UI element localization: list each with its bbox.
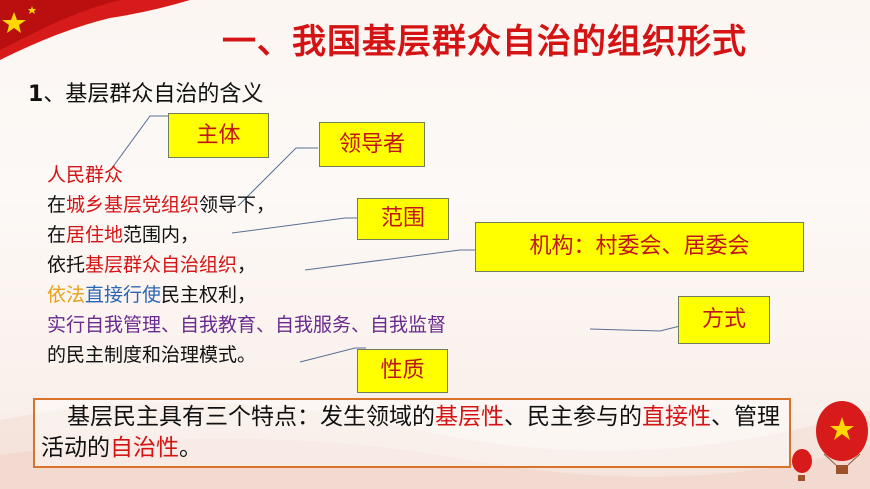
- red-flag-decoration: [0, 0, 190, 60]
- definition-line-2: 在城乡基层党组织领导下，: [47, 194, 276, 216]
- definition-line-7: 的民主制度和治理模式。: [47, 344, 257, 366]
- definition-line-1: 人民群众: [47, 164, 124, 186]
- definition-line-6: 实行自我管理、自我教育、自我服务、自我监督: [47, 314, 447, 336]
- label-nature: 性质: [357, 349, 448, 393]
- label-leader: 领导者: [319, 122, 425, 167]
- label-organ: 机构：村委会、居委会: [475, 222, 804, 272]
- definition-text: 人民群众 在城乡基层党组织领导下， 在居住地范围内， 依托基层群众自治组织， 依…: [47, 160, 446, 370]
- label-method: 方式: [678, 296, 770, 344]
- definition-line-3: 在居住地范围内，: [47, 224, 200, 246]
- section-number: 1: [28, 82, 44, 107]
- hot-air-balloon-decoration: [792, 401, 868, 481]
- label-subject: 主体: [168, 113, 269, 158]
- traits-text: 基层民主具有三个特点：发生领域的基层性、民主参与的直接性、管理活动的自治性。: [41, 404, 780, 461]
- page-title: 一、我国基层群众自治的组织形式: [222, 22, 747, 62]
- label-scope: 范围: [357, 198, 449, 240]
- definition-line-5: 依法直接行使民主权利，: [47, 284, 257, 306]
- traits-box: 基层民主具有三个特点：发生领域的基层性、民主参与的直接性、管理活动的自治性。: [33, 398, 791, 468]
- definition-line-4: 依托基层群众自治组织，: [47, 254, 257, 276]
- section-heading-text: 、基层群众自治的含义: [43, 82, 264, 107]
- section-heading: 1、基层群众自治的含义: [28, 76, 263, 108]
